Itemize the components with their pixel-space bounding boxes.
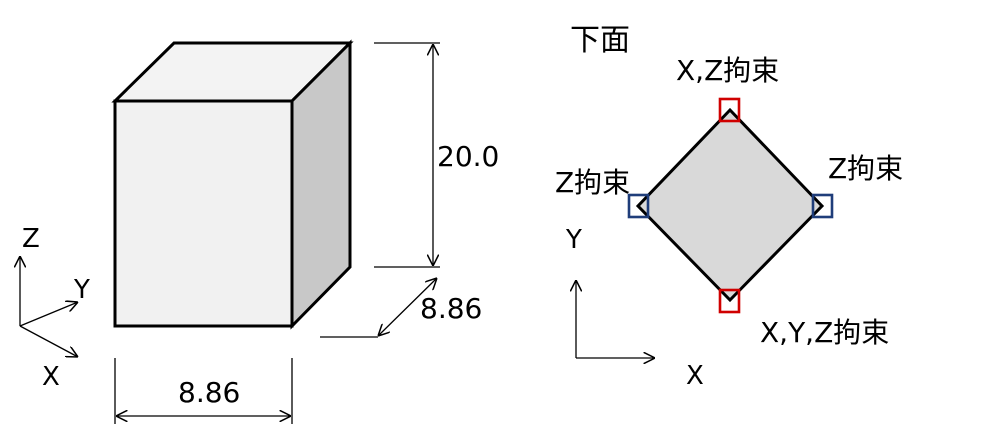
left-axis-x-label: X — [42, 362, 60, 392]
left-axis-z-label: Z — [22, 224, 40, 254]
bottom-face-diamond — [635, 107, 825, 303]
right-axis-y-label: Y — [565, 225, 582, 255]
constraint-marker-left — [627, 193, 650, 219]
constraint-marker-top — [718, 97, 741, 123]
width-dimension: 8.86 — [114, 358, 293, 424]
height-dimension: 20.0 — [374, 42, 499, 268]
bottom-face-title: 下面 — [570, 23, 630, 58]
left-axes: Z Y X — [20, 224, 90, 392]
box-3d — [111, 39, 354, 330]
constraint-marker-bottom — [718, 288, 741, 314]
box-front-face — [113, 99, 294, 328]
constraint-label-top: X,Z拘束 — [676, 54, 779, 87]
constraint-markers — [627, 97, 834, 314]
constraint-marker-right — [811, 193, 834, 219]
height-dimension-label: 20.0 — [437, 140, 499, 173]
constraint-label-left: Z拘束 — [555, 166, 630, 199]
constraint-label-right: Z拘束 — [828, 152, 903, 185]
right-axis-x-label: X — [686, 361, 704, 391]
constraint-label-bottom: X,Y,Z拘束 — [760, 316, 889, 349]
depth-dimension-label: 8.86 — [420, 292, 482, 325]
left-axis-y-label: Y — [73, 275, 90, 305]
right-axes: Y X — [565, 225, 704, 391]
width-dimension-label: 8.86 — [178, 376, 240, 409]
depth-dimension: 8.86 — [320, 278, 482, 338]
